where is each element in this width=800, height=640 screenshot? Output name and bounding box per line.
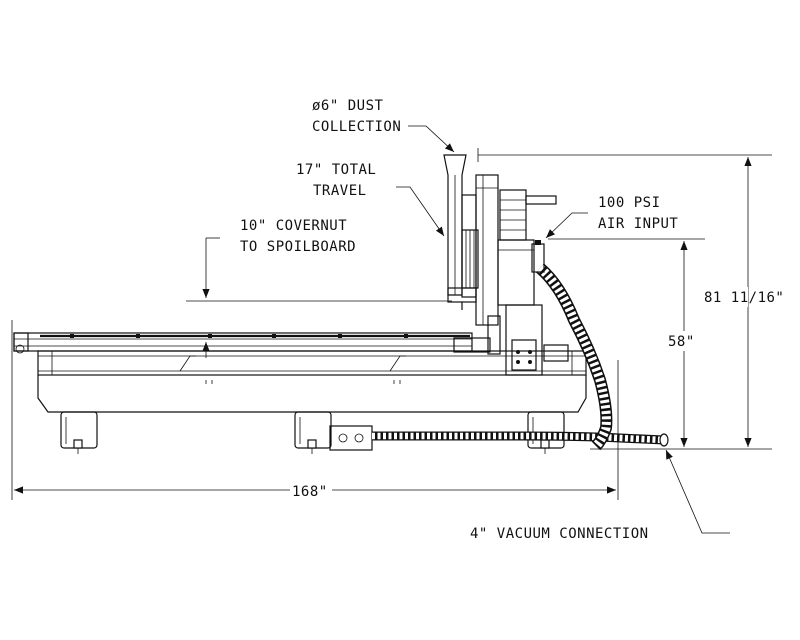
gantry-assembly xyxy=(443,154,569,376)
router-table-frame xyxy=(13,332,587,413)
air-input-label-line2: AIR INPUT xyxy=(598,216,678,232)
leg-middle xyxy=(294,411,332,454)
cable-carrier-hose xyxy=(535,263,613,451)
table-height-dimension: 58" xyxy=(668,334,695,350)
callout-leaders xyxy=(396,125,730,534)
vacuum-hose xyxy=(372,431,669,447)
overall-length-dimension: 168" xyxy=(292,484,328,500)
total-travel-label-line2: TRAVEL xyxy=(313,183,367,199)
covernut-label-line1: 10" COVERNUT xyxy=(240,218,347,234)
dust-collection-label-line2: COLLECTION xyxy=(312,119,401,135)
vacuum-pump xyxy=(329,425,373,451)
vacuum-connection-label: 4" VACUUM CONNECTION xyxy=(470,526,649,542)
table-height-label-bg xyxy=(664,331,704,351)
leg-left xyxy=(60,411,98,454)
total-travel-label-line1: 17" TOTAL xyxy=(296,162,376,178)
overall-height-dimension: 81 11/16" xyxy=(704,290,784,306)
covernut-label-line2: TO SPOILBOARD xyxy=(240,239,356,255)
air-input-label-line1: 100 PSI xyxy=(598,195,661,211)
overall-length-label-bg xyxy=(290,482,332,500)
dust-collection-label-line1: ø6" DUST xyxy=(312,98,384,114)
overall-height-label-bg xyxy=(704,287,748,307)
